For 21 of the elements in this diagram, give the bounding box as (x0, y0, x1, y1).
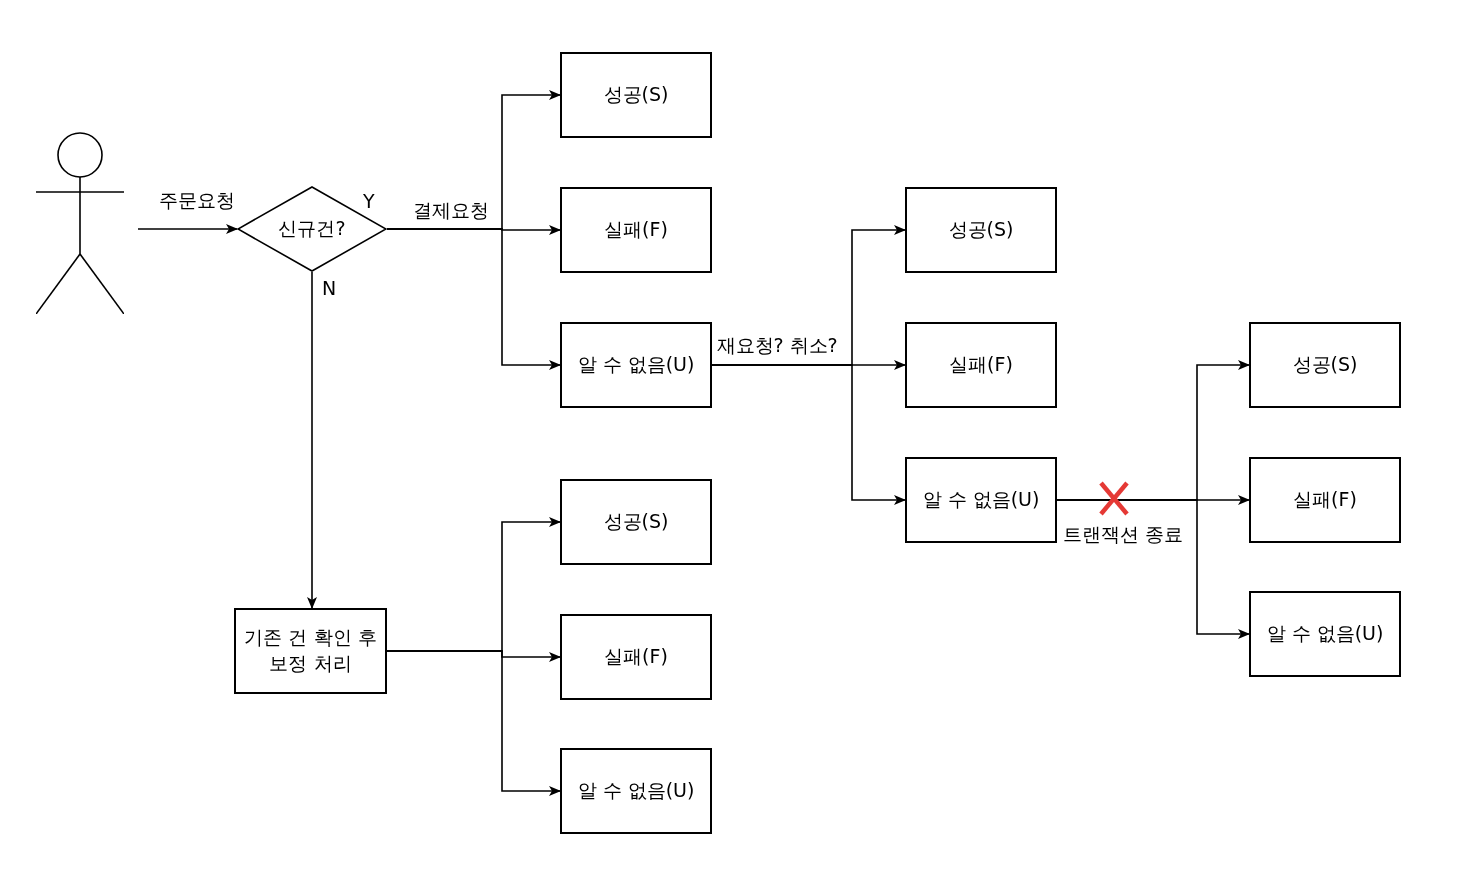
process-box: 알 수 없음(U) (560, 322, 712, 408)
process-box: 성공(S) (905, 187, 1057, 273)
process-box: 성공(S) (560, 52, 712, 138)
process-box: 실패(F) (560, 187, 712, 273)
arrow (386, 650, 561, 796)
arrow (1056, 499, 1250, 639)
process-box: 알 수 없음(U) (560, 748, 712, 834)
arrow (711, 364, 906, 505)
process-box: 실패(F) (905, 322, 1057, 408)
process-box: 성공(S) (1249, 322, 1401, 408)
edge-label: 재요청? 취소? (714, 334, 840, 356)
process-box: 알 수 없음(U) (1249, 591, 1401, 677)
arrow (137, 224, 238, 234)
process-box: 성공(S) (560, 479, 712, 565)
process-box: 실패(F) (1249, 457, 1401, 543)
arrow (307, 271, 317, 609)
arrow (386, 228, 561, 370)
process-box: 실패(F) (560, 614, 712, 700)
person-figure (36, 132, 124, 314)
process-box: 알 수 없음(U) (905, 457, 1057, 543)
process-box: 기존 건 확인 후 보정 처리 (234, 608, 387, 694)
